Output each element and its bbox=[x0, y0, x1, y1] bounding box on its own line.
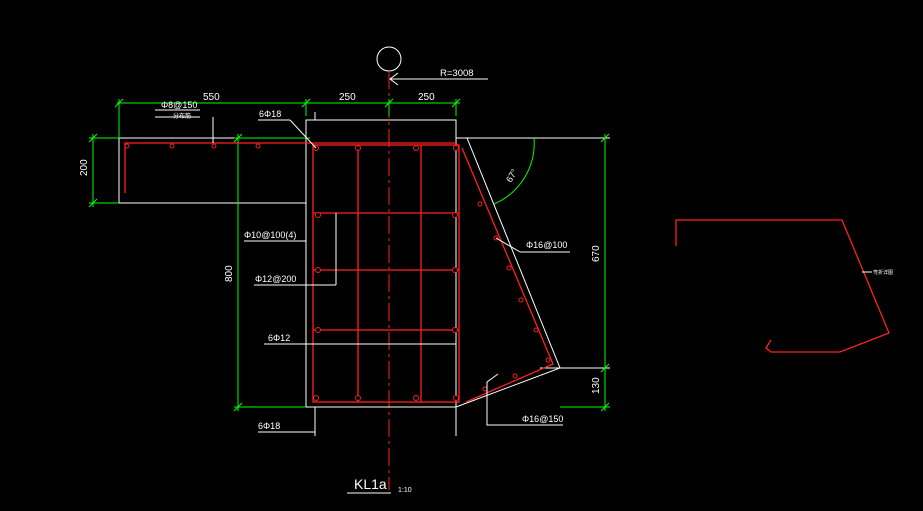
label-haunch-upper: Φ16@100 bbox=[526, 240, 567, 250]
dim-200: 200 bbox=[79, 159, 90, 176]
label-bottom-bars: 6Φ18 bbox=[258, 421, 280, 431]
label-side-bars: Φ12@200 bbox=[255, 274, 296, 284]
rebar bbox=[124, 142, 554, 403]
label-slab-spacing: Φ8@150 bbox=[161, 100, 197, 110]
dim-550: 550 bbox=[203, 92, 220, 103]
concrete-outline bbox=[118, 112, 610, 436]
dim-670: 670 bbox=[591, 245, 602, 262]
label-slab-note: 分布筋 bbox=[173, 112, 191, 120]
dim-130: 130 bbox=[591, 377, 602, 394]
dimension-texts: 550 250 250 200 800 670 130 67° bbox=[79, 92, 602, 394]
label-top-bars: 6Φ18 bbox=[259, 109, 281, 119]
label-middle-bars: 6Φ12 bbox=[268, 333, 290, 343]
dim-800: 800 bbox=[224, 265, 235, 282]
dim-250-left: 250 bbox=[339, 92, 356, 103]
rebar-dots bbox=[124, 143, 551, 401]
detail-note: 弯折详图 bbox=[873, 269, 893, 276]
rebar-label-texts: Φ8@150 分布筋 6Φ18 Φ10@100(4) Φ12@200 6Φ12 … bbox=[161, 100, 567, 431]
grid-axis-circle-icon bbox=[376, 46, 402, 72]
axis-marker: R=3008 bbox=[376, 46, 488, 490]
section-title: KL1a 1:10 bbox=[347, 476, 412, 494]
label-haunch-lower: Φ16@150 bbox=[522, 414, 563, 424]
dim-250-right: 250 bbox=[418, 92, 435, 103]
section-scale: 1:10 bbox=[398, 487, 412, 494]
section-name: KL1a bbox=[354, 476, 387, 492]
dimension-lines bbox=[88, 98, 610, 412]
dim-angle: 67° bbox=[504, 167, 520, 184]
radius-label: R=3008 bbox=[440, 68, 474, 79]
bent-bar-detail: 弯折详图 bbox=[675, 219, 893, 353]
label-stirrups: Φ10@100(4) bbox=[244, 230, 296, 240]
leader-lines bbox=[155, 109, 570, 433]
